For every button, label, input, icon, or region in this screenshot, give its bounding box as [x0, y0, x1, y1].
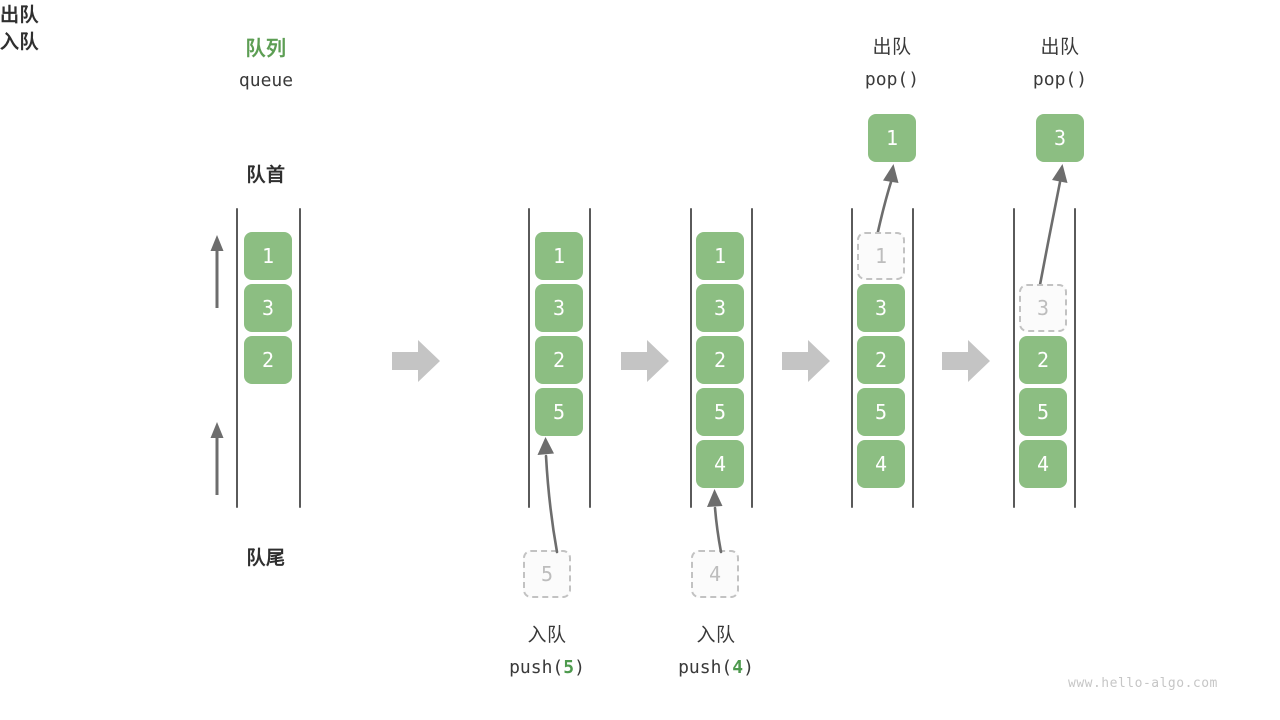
- separator-arrow-icon: [782, 340, 830, 382]
- popped-element-cell: 3: [1036, 114, 1084, 162]
- panel-push-5-rail-left: [528, 208, 530, 508]
- panel-pop-3-rail-left: [1013, 208, 1015, 508]
- panel-initial-rail-right: [299, 208, 301, 508]
- queue-cell-removed: 3: [1019, 284, 1067, 332]
- pop-1-label-code: pop(): [864, 69, 920, 90]
- detached-ghost-cell: 5: [523, 550, 571, 598]
- push-5-code-pre: push(: [509, 657, 564, 678]
- queue-cell: 5: [857, 388, 905, 436]
- queue-cell: 5: [1019, 388, 1067, 436]
- panel-pop-1-rail-right: [912, 208, 914, 508]
- push-4-label-block: 入队 push(4): [656, 620, 776, 678]
- enqueue-up-arrow-icon: [210, 422, 224, 495]
- queue-cell-new: 5: [535, 388, 583, 436]
- queue-cell: 4: [857, 440, 905, 488]
- panel-pop-3-rail-right: [1074, 208, 1076, 508]
- queue-cell: 1: [535, 232, 583, 280]
- dequeue-side-label: 出队: [0, 5, 40, 26]
- push-4-code-pre: push(: [678, 657, 733, 678]
- push-4-code-post: ): [743, 657, 754, 678]
- push-5-label-cn: 入队: [527, 625, 567, 646]
- panel-push-5-rail-right: [589, 208, 591, 508]
- queue-cell: 5: [696, 388, 744, 436]
- queue-cell: 2: [1019, 336, 1067, 384]
- push-4-code-num: 4: [732, 657, 744, 678]
- push-5-label-block: 入队 push(5): [487, 620, 607, 678]
- queue-cell: 2: [696, 336, 744, 384]
- queue-cell: 1: [696, 232, 744, 280]
- queue-cell: 3: [696, 284, 744, 332]
- separator-arrow-icon: [942, 340, 990, 382]
- panel-initial: 队列 queue 队首 1 3 2 出队 入队 队尾: [0, 0, 301, 569]
- queue-cell: 2: [535, 336, 583, 384]
- queue-cell: 3: [857, 284, 905, 332]
- pop-arrow-icon: [1037, 164, 1068, 292]
- panel-push-4-rail-left: [690, 208, 692, 508]
- pop-3-label-block: 出队 pop(): [1000, 32, 1120, 90]
- push-5-label-code: push(5): [487, 657, 607, 678]
- queue-title-block: 队列 queue: [206, 32, 326, 91]
- queue-cell: 2: [244, 336, 292, 384]
- separator-arrow-icon: [621, 340, 669, 382]
- queue-cell-new: 4: [696, 440, 744, 488]
- front-label: 队首: [246, 165, 286, 186]
- panel-initial-rail-left: [236, 208, 238, 508]
- pop-3-label-cn: 出队: [1040, 37, 1080, 58]
- push-5-code-post: ): [574, 657, 585, 678]
- queue-title-cn: 队列: [245, 38, 287, 60]
- push-arrow-icon: [537, 437, 559, 554]
- push-arrow-icon: [707, 489, 723, 554]
- queue-cell: 3: [535, 284, 583, 332]
- rear-label: 队尾: [246, 548, 286, 569]
- push-4-label-cn: 入队: [696, 625, 736, 646]
- pop-3-label-code: pop(): [1032, 69, 1088, 90]
- panel-pop-1-rail-left: [851, 208, 853, 508]
- queue-cell: 3: [244, 284, 292, 332]
- popped-element-cell: 1: [868, 114, 916, 162]
- detached-ghost-cell: 4: [691, 550, 739, 598]
- enqueue-side-label: 入队: [0, 32, 40, 53]
- push-5-code-num: 5: [563, 657, 575, 678]
- pop-arrow-icon: [875, 164, 899, 238]
- separator-arrow-icon: [392, 340, 440, 382]
- queue-cell: 4: [1019, 440, 1067, 488]
- queue-title-en: queue: [238, 70, 294, 91]
- push-4-label-code: push(4): [656, 657, 776, 678]
- dequeue-up-arrow-icon: [210, 235, 224, 308]
- pop-1-label-cn: 出队: [872, 37, 912, 58]
- panel-push-4-rail-right: [751, 208, 753, 508]
- queue-cell-removed: 1: [857, 232, 905, 280]
- queue-cell: 2: [857, 336, 905, 384]
- watermark: www.hello-algo.com: [1068, 676, 1218, 691]
- queue-cell: 1: [244, 232, 292, 280]
- pop-1-label-block: 出队 pop(): [832, 32, 952, 90]
